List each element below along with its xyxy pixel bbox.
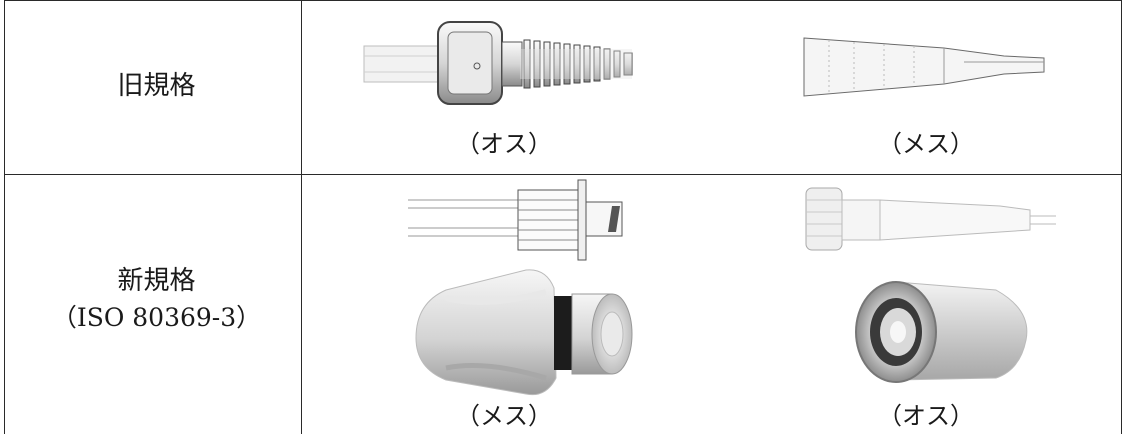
table-top-border <box>4 0 1122 1</box>
old-male-connector-image <box>363 21 633 105</box>
table-column-divider <box>301 0 302 434</box>
table-left-border <box>4 0 5 434</box>
caption-new-female: （メス） <box>456 402 552 430</box>
row-label-new-standard: 新規格 <box>117 266 196 296</box>
table-row-divider <box>4 174 1122 175</box>
new-female-connector-drawing <box>408 179 623 261</box>
caption-old-female: （メス） <box>878 130 974 158</box>
caption-new-male: （オス） <box>878 402 974 430</box>
new-male-connector-3d <box>855 281 1028 383</box>
old-female-connector-image <box>803 37 1045 97</box>
new-female-connector-3d <box>415 269 633 396</box>
connector-standards-table: 旧規格 新規格 （ISO 80369-3） <box>4 0 1122 434</box>
caption-old-male: （オス） <box>456 130 552 158</box>
new-male-connector-drawing <box>805 187 1056 251</box>
table-right-border <box>1121 0 1122 434</box>
row-sublabel-iso: （ISO 80369-3） <box>51 303 262 332</box>
row-label-old-standard: 旧規格 <box>117 71 196 101</box>
